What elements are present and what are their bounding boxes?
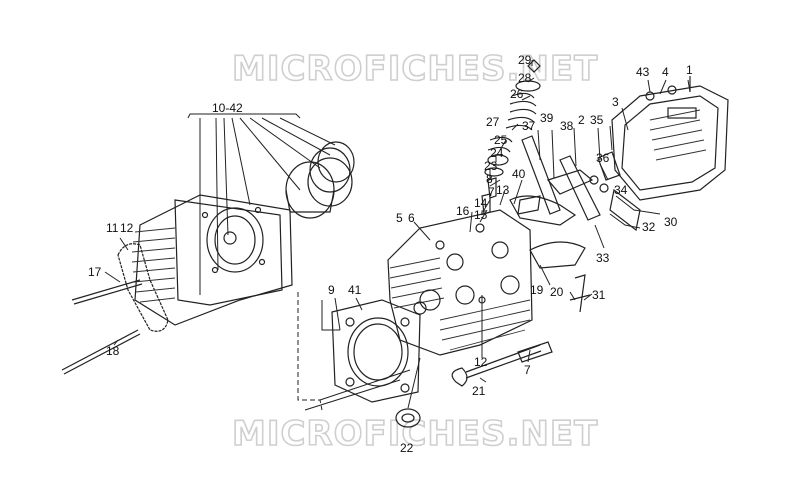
label-27: 27 xyxy=(486,115,500,129)
label-12-base: 12 xyxy=(120,221,134,235)
label-6: 6 xyxy=(408,211,415,225)
cylinder-barrel xyxy=(131,194,293,326)
label-11: 11 xyxy=(106,221,119,235)
label-24: 24 xyxy=(490,146,504,160)
label-21: 21 xyxy=(472,384,486,398)
label-18: 18 xyxy=(106,344,120,358)
valve-seal xyxy=(395,357,421,428)
label-10-42: 10-42 xyxy=(212,101,243,115)
label-40: 40 xyxy=(512,167,526,181)
label-4: 4 xyxy=(662,65,669,79)
label-41: 41 xyxy=(348,283,362,297)
label-28: 28 xyxy=(518,71,532,85)
label-14: 14 xyxy=(474,196,488,210)
label-29: 29 xyxy=(518,53,532,67)
valve xyxy=(451,341,553,387)
label-1: 1 xyxy=(686,63,693,77)
label-16: 16 xyxy=(456,204,470,218)
cylinder-head xyxy=(387,209,533,356)
label-19: 19 xyxy=(530,283,544,297)
label-39: 39 xyxy=(540,111,554,125)
label-33: 33 xyxy=(596,251,610,265)
label-25: 25 xyxy=(494,133,508,147)
leader-lines xyxy=(104,60,691,383)
label-30: 30 xyxy=(664,215,678,229)
guide-lines xyxy=(297,292,411,411)
label-7-bottom: 7 xyxy=(524,363,531,377)
head-gasket xyxy=(331,299,421,403)
label-22: 22 xyxy=(400,441,414,455)
label-23: 23 xyxy=(484,159,498,173)
label-43: 43 xyxy=(636,65,650,79)
label-9: 9 xyxy=(328,283,335,297)
watermark-top: MICROFICHES.NET xyxy=(232,49,598,89)
label-8: 8 xyxy=(486,172,493,186)
label-35: 35 xyxy=(590,113,604,127)
label-3: 3 xyxy=(612,95,619,109)
label-17: 17 xyxy=(88,265,102,279)
label-32: 32 xyxy=(642,220,656,234)
label-12-head: 12 xyxy=(474,355,488,369)
label-2: 2 xyxy=(578,113,585,127)
label-31: 31 xyxy=(592,288,606,302)
label-26: 26 xyxy=(510,87,524,101)
part-labels: 29 28 26 27 25 24 23 8 7 14 15 16 13 40 … xyxy=(88,53,693,455)
valve-cover xyxy=(611,76,729,201)
base-gasket xyxy=(117,243,169,332)
label-20: 20 xyxy=(550,285,564,299)
label-34: 34 xyxy=(614,183,628,197)
rocker-gear xyxy=(509,135,641,313)
stud-bolts xyxy=(61,279,143,375)
watermark-bottom: MICROFICHES.NET xyxy=(232,414,598,454)
label-7-top: 7 xyxy=(488,185,495,199)
label-38: 38 xyxy=(560,119,574,133)
piston-assembly xyxy=(285,141,355,219)
label-5: 5 xyxy=(396,211,403,225)
label-13: 13 xyxy=(496,183,510,197)
label-15: 15 xyxy=(474,208,488,222)
leader-10-42 xyxy=(187,113,336,295)
label-37: 37 xyxy=(522,119,536,133)
label-36: 36 xyxy=(596,151,610,165)
